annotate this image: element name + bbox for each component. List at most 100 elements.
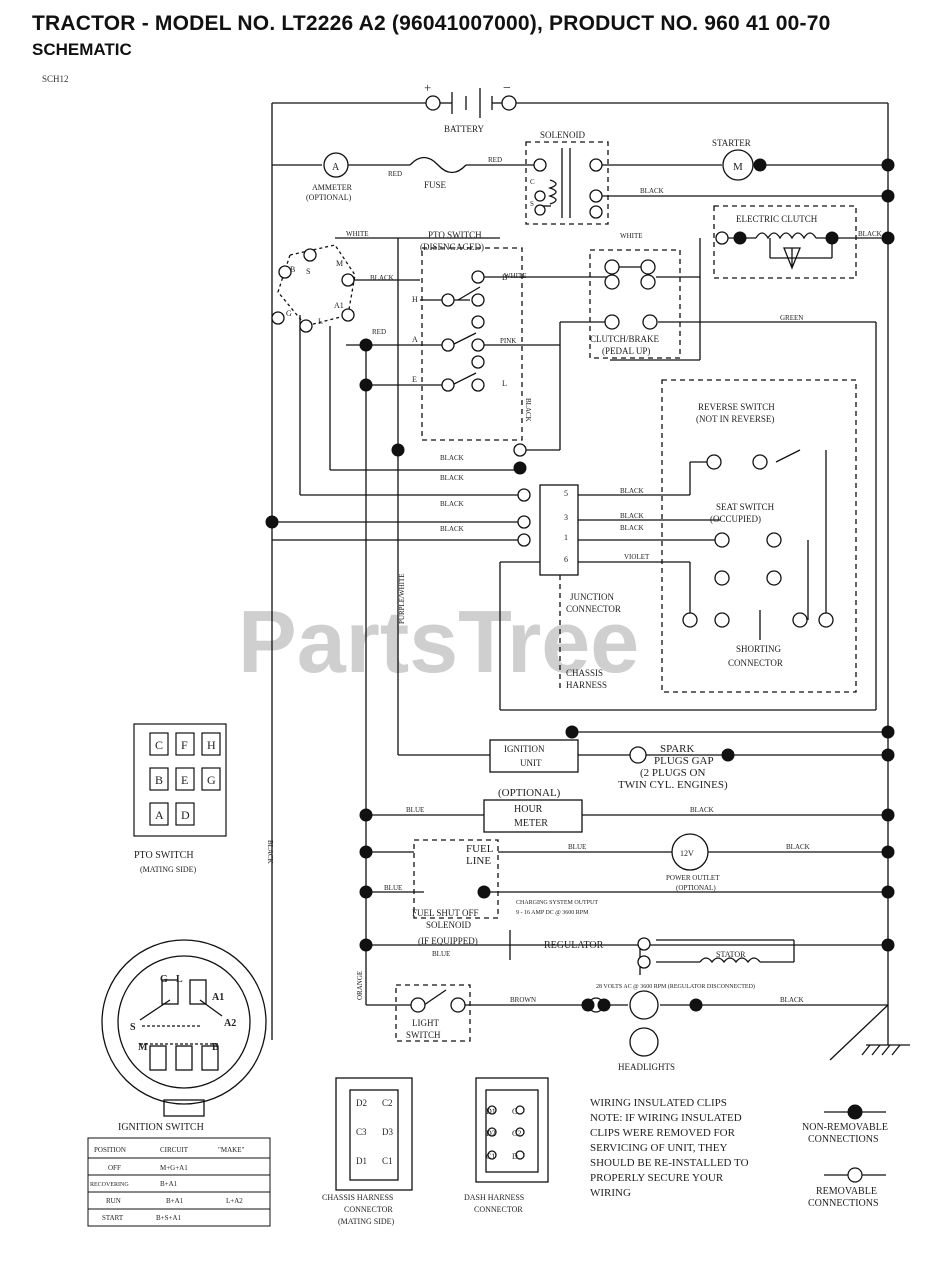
ign-wheel-s: S <box>306 267 310 276</box>
ign-wheel-b: B <box>290 265 295 274</box>
wire-black-14: BLACK <box>780 996 804 1004</box>
label-electric-clutch: ELECTRIC CLUTCH <box>736 214 818 224</box>
ign-table-row-3-pos: START <box>102 1214 124 1222</box>
pto-grid-f: F <box>181 738 188 752</box>
power-outlet-symbol: 12V <box>680 849 694 858</box>
wire-black-12: BLACK <box>690 806 714 814</box>
ign-table-row-0-circ: M+G+A1 <box>160 1164 188 1172</box>
note-line-6: PROPERLY SECURE YOUR <box>590 1172 724 1184</box>
ign-table-row-1-circ: B+A1 <box>160 1180 178 1188</box>
label-chassis-2: HARNESS <box>566 680 607 690</box>
pto-grid-b: B <box>155 773 163 787</box>
page-subtitle: SCHEMATIC <box>32 40 132 59</box>
page-title: TRACTOR - MODEL NO. LT2226 A2 (960410070… <box>32 12 831 35</box>
ign-wheel-a1: A1 <box>334 301 344 310</box>
dash-pin-2: C <box>512 1107 517 1116</box>
chassis-pin-c3: C3 <box>356 1127 367 1137</box>
label-spark-3: (2 PLUGS ON <box>640 767 705 779</box>
label-dash-conn-1: DASH HARNESS <box>464 1193 524 1202</box>
ign-wheel-m: M <box>336 259 343 268</box>
label-spark-1: SPARK <box>660 743 695 755</box>
solenoid-pin-c: C <box>530 178 535 186</box>
wire-black-3: BLACK <box>370 274 394 282</box>
battery-minus: − <box>503 81 511 96</box>
label-ignition-switch: IGNITION SWITCH <box>118 1122 204 1133</box>
wire-pink: PINK <box>500 337 516 345</box>
label-battery: BATTERY <box>444 124 485 134</box>
label-hour-meter-2: METER <box>514 818 548 829</box>
chassis-pin-d2: D2 <box>356 1098 367 1108</box>
wire-black-6: BLACK <box>440 500 464 508</box>
label-light-switch-2: SWITCH <box>406 1030 441 1040</box>
wire-black-11: BLACK <box>266 840 274 864</box>
note-line-2: NOTE: IF WIRING INSULATED <box>590 1112 742 1124</box>
battery-plus: + <box>424 80 431 95</box>
dash-pin-6: D <box>512 1152 518 1161</box>
ign-wheel-g: G <box>286 309 292 318</box>
wire-red-1: RED <box>388 170 402 178</box>
pto-pin-b: B <box>502 273 507 282</box>
ign-table-row-1-pos: RECOVERING <box>90 1182 129 1188</box>
label-power-outlet-1: POWER OUTLET <box>666 874 720 882</box>
label-spark-2: PLUGS GAP <box>654 755 714 767</box>
note-line-3: CLIPS WERE REMOVED FOR <box>590 1127 736 1139</box>
pto-grid-g: G <box>207 773 216 787</box>
ign-m: M <box>138 1042 148 1053</box>
dash-pin-5: C1 <box>486 1152 495 1161</box>
label-chassis-conn-1: CHASSIS HARNESS <box>322 1193 393 1202</box>
label-seat-switch-2: (OCCUPIED) <box>710 514 761 524</box>
label-ammeter-optional: (OPTIONAL) <box>306 193 352 202</box>
label-seat-switch-1: SEAT SWITCH <box>716 502 775 512</box>
ign-g: G <box>160 974 168 985</box>
ign-table-row-2-pos: RUN <box>106 1197 121 1205</box>
wire-white-3: WHITE <box>504 272 527 280</box>
label-fuel-solenoid-3: (IF EQUIPPED) <box>418 936 478 946</box>
label-fuel-solenoid-2: SOLENOID <box>426 920 471 930</box>
label-pto-switch-bottom-2: (MATING SIDE) <box>140 865 197 874</box>
label-headlights: HEADLIGHTS <box>618 1062 675 1072</box>
wire-black-10: BLACK <box>620 524 644 532</box>
label-fuse: FUSE <box>424 180 447 190</box>
ign-table-header-position: POSITION <box>94 1146 126 1154</box>
wire-black-8: BLACK <box>620 487 644 495</box>
junction-pin-6: 6 <box>564 555 568 564</box>
label-stator: STATOR <box>716 950 746 959</box>
label-charging-2: 9 - 16 AMP DC @ 3600 RPM <box>516 910 589 916</box>
wire-black-4: BLACK <box>440 454 464 462</box>
wire-red-3: RED <box>372 328 386 336</box>
label-pto-state: (DISENGAGED) <box>420 242 484 252</box>
wire-blue-3: BLUE <box>384 884 402 892</box>
wire-brown: BROWN <box>510 996 536 1004</box>
wire-violet: VIOLET <box>624 553 650 561</box>
ign-b: B <box>212 1042 219 1053</box>
label-shorting-2: CONNECTOR <box>728 658 783 668</box>
legend-removable-1: REMOVABLE <box>816 1186 877 1197</box>
ign-wheel-l: L <box>318 317 323 326</box>
label-stator-note: 28 VOLTS AC @ 3600 RPM (REGULATOR DISCON… <box>596 983 755 990</box>
dash-pin-3: D2 <box>486 1129 496 1138</box>
pto-pin-a: A <box>412 335 418 344</box>
label-ammeter: AMMETER <box>312 183 353 192</box>
pto-grid-d: D <box>181 808 190 822</box>
label-ignition-unit-2: UNIT <box>520 758 542 768</box>
ign-table-row-3-circ: B+S+A1 <box>156 1214 182 1222</box>
wire-white-2: WHITE <box>620 232 643 240</box>
label-fuel-solenoid-1: FUEL SHUT OFF <box>412 908 479 918</box>
ign-a1: A1 <box>212 992 224 1003</box>
legend-non-removable-1: NON-REMOVABLE <box>802 1122 888 1133</box>
label-fuel-line-1: FUEL <box>466 843 494 855</box>
note-line-5: SHOULD BE RE-INSTALLED TO <box>590 1157 749 1169</box>
chassis-pin-c2: C2 <box>382 1098 393 1108</box>
pto-pin-l: L <box>502 379 507 388</box>
label-clutch-brake-2: (PEDAL UP) <box>602 346 650 356</box>
label-junction-1: JUNCTION <box>570 592 614 602</box>
watermark: PartsTree <box>238 592 639 691</box>
note-line-1: WIRING INSULATED CLIPS <box>590 1097 727 1109</box>
label-fuel-line-2: LINE <box>466 855 491 867</box>
label-starter: STARTER <box>712 138 751 148</box>
ign-table-header-make: "MAKE" <box>218 1146 244 1154</box>
label-clutch-brake-1: CLUTCH/BRAKE <box>590 334 660 344</box>
ign-a2: A2 <box>224 1018 236 1029</box>
wire-black-5: BLACK <box>440 474 464 482</box>
